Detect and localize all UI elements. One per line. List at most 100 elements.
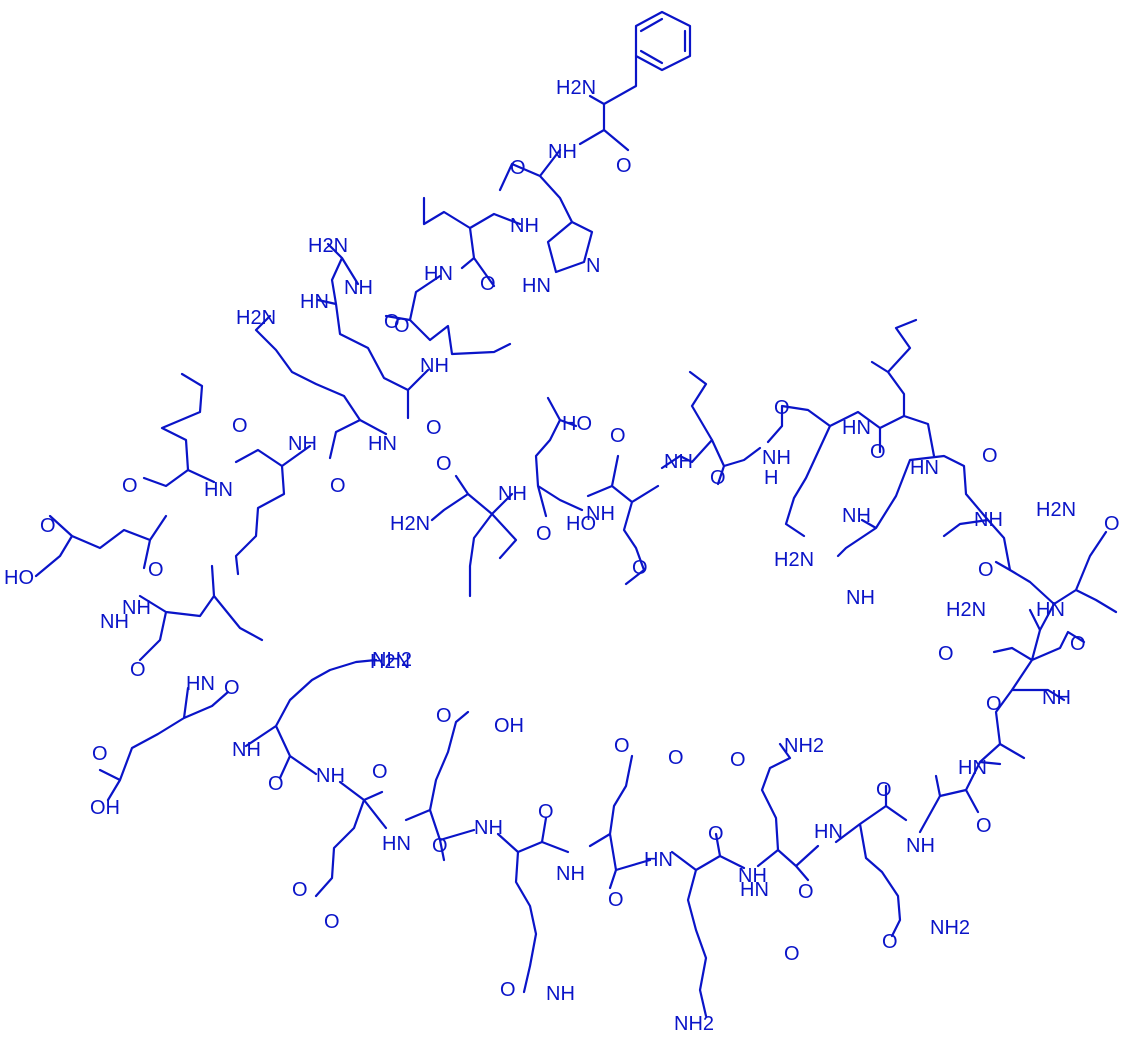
atom-label: O [882, 931, 898, 953]
atom-label: O [538, 801, 554, 823]
atom-label: O [232, 415, 248, 437]
atom-label: HN [740, 879, 769, 901]
atom-label: NH [100, 611, 129, 633]
atom-label: O [130, 659, 146, 681]
atom-label: O [632, 557, 648, 579]
atom-label: O [982, 445, 998, 467]
bond [314, 780, 388, 898]
atom-label: NH [974, 509, 1003, 531]
bond [98, 686, 230, 802]
atom-label: HN [1036, 599, 1065, 621]
atom-label: O [324, 911, 340, 933]
bond [384, 274, 512, 356]
atom-label: HN [300, 291, 329, 313]
atom-label: NH [546, 983, 575, 1005]
atom-label: O [394, 315, 410, 337]
bond [766, 404, 882, 538]
atom-label: NH [498, 483, 527, 505]
atom-label: HN [204, 479, 233, 501]
atom-label: O [330, 475, 346, 497]
atom-label: O [668, 747, 684, 769]
atom-label: O [798, 881, 814, 903]
bond-lines [34, 10, 1118, 1018]
atom-label: O [268, 773, 284, 795]
bond [422, 196, 522, 288]
bond [142, 372, 216, 488]
atom-label: O [1104, 513, 1120, 535]
atom-label: NH [762, 447, 791, 469]
bond [430, 474, 518, 598]
atom-label: NH [420, 355, 449, 377]
atom-label: O [710, 467, 726, 489]
atom-label: O [730, 749, 746, 771]
atom-label: HO [562, 413, 592, 435]
bond [918, 742, 1026, 834]
atom-label: NH [288, 433, 317, 455]
bond [244, 658, 378, 780]
atom-label: O [986, 693, 1002, 715]
bond [404, 710, 476, 862]
bond [316, 242, 430, 420]
atom-labels: H2N NH O O NH O HN N HN O H2N NH HN O H2… [4, 77, 1120, 1035]
bond [992, 608, 1086, 746]
atom-label: H2N [946, 599, 986, 621]
atom-label: O [976, 815, 992, 837]
atom-label: O [978, 559, 994, 581]
atom-label: OH [494, 715, 524, 737]
bond [496, 816, 570, 994]
bond [660, 370, 762, 486]
atom-label: NH [344, 277, 373, 299]
atom-label: NH2 [372, 649, 412, 671]
atom-label: O [372, 761, 388, 783]
atom-label: HN [842, 417, 871, 439]
atom-label: HN [814, 821, 843, 843]
bond [834, 784, 908, 938]
atom-label: O [436, 705, 452, 727]
atom-label: O [784, 943, 800, 965]
atom-label: NH [846, 587, 875, 609]
bond [578, 54, 638, 152]
atom-label: O [1070, 633, 1086, 655]
atom-label: N [586, 255, 600, 277]
atom-label: NH [474, 817, 503, 839]
atom-label: O [92, 743, 108, 765]
atom-label: NH [556, 863, 585, 885]
atom-label: H2N [236, 307, 276, 329]
bond [994, 530, 1118, 632]
bond [254, 314, 388, 460]
atom-label: O [938, 643, 954, 665]
atom-label: H2N [774, 549, 814, 571]
atom-label: NH [842, 505, 871, 527]
atom-label: O [436, 453, 452, 475]
bond [588, 754, 652, 890]
atom-label: O [426, 417, 442, 439]
bond [870, 318, 936, 458]
atom-label: NH [738, 865, 767, 887]
atom-label: O [616, 155, 632, 177]
atom-label: H2N [370, 651, 410, 673]
atom-label: HN [910, 457, 939, 479]
atom-label: NH [510, 215, 539, 237]
bond [586, 454, 660, 586]
atom-label: OH [90, 797, 120, 819]
atom-label: NH [548, 141, 577, 163]
atom-label: O [608, 889, 624, 911]
atom-label: O [122, 475, 138, 497]
bond [634, 10, 692, 72]
atom-label: NH2 [930, 917, 970, 939]
atom-label: O [708, 823, 724, 845]
atom-label: HN [382, 833, 411, 855]
bond [234, 444, 312, 576]
bond [836, 454, 1012, 572]
atom-label: NH [1042, 687, 1071, 709]
atom-label: HO [4, 567, 34, 589]
atom-label: O [500, 979, 516, 1001]
atom-label: HN [368, 433, 397, 455]
bond [498, 148, 594, 274]
bond [639, 17, 687, 65]
atom-label: HN [522, 275, 551, 297]
bond [534, 396, 584, 518]
atom-label: O [480, 273, 496, 295]
